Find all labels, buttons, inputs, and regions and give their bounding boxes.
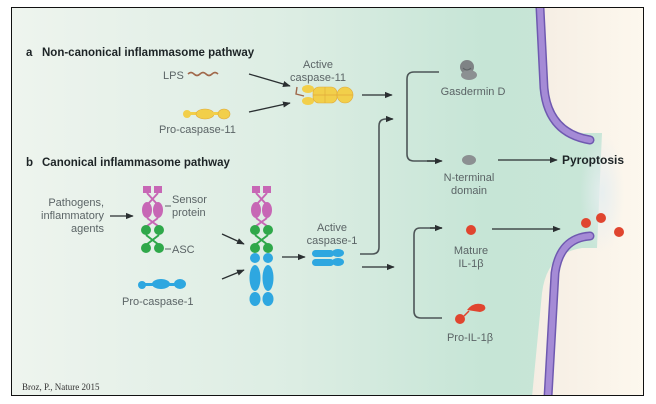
mature-il1b-label-1: Mature bbox=[454, 245, 488, 257]
inflammasome-diagram: a Non-canonical inflammasome pathway LPS… bbox=[22, 8, 643, 395]
active-caspase-1-label-2: caspase-1 bbox=[307, 235, 358, 247]
pro-il1b-label: Pro-IL-1β bbox=[447, 332, 493, 344]
asc-label: ASC bbox=[172, 244, 195, 256]
pro-il1b-icon bbox=[455, 303, 486, 324]
panel-a-title: Non-canonical inflammasome pathway bbox=[42, 47, 255, 59]
panel-a-letter: a bbox=[26, 47, 33, 59]
arrow-sensor-to-complex bbox=[221, 233, 245, 245]
active-caspase-11-label-2: caspase-11 bbox=[290, 72, 346, 84]
extracellular-space bbox=[532, 8, 643, 395]
gasdermin-cleavage-bracket bbox=[406, 71, 439, 162]
panel-b-title: Canonical inflammasome pathway bbox=[42, 157, 230, 169]
caspase1-to-gasdermin-path bbox=[360, 118, 392, 255]
sensor-protein-label-2: protein bbox=[172, 207, 206, 219]
pro-caspase-11-icon bbox=[183, 108, 231, 120]
pyroptosis-label: Pyroptosis bbox=[562, 153, 624, 167]
citation: Broz, P., Nature 2015 bbox=[22, 382, 100, 392]
arrow-procasp11-to-caspase11 bbox=[248, 101, 291, 113]
sensor-protein-label-1: Sensor bbox=[172, 194, 207, 206]
pathogens-label-3: agents bbox=[71, 223, 105, 235]
active-caspase-11-label-1: Active bbox=[303, 59, 333, 71]
pro-caspase-11-label: Pro-caspase-11 bbox=[159, 124, 236, 136]
lps-label: LPS bbox=[163, 70, 184, 82]
active-caspase-1-icon bbox=[312, 249, 344, 266]
assembled-inflammasome-icon bbox=[249, 186, 274, 306]
pro-caspase-1-icon bbox=[138, 279, 186, 289]
n-terminal-label-1: N-terminal bbox=[444, 172, 495, 184]
figure-frame: a Non-canonical inflammasome pathway LPS… bbox=[11, 7, 644, 396]
gasdermin-d-icon bbox=[460, 60, 477, 80]
arrow-lps-to-caspase11 bbox=[248, 73, 291, 88]
released-il1b-icon bbox=[581, 213, 624, 237]
pathogens-label-2: inflammatory bbox=[41, 210, 104, 222]
pathogens-label-1: Pathogens, bbox=[48, 197, 104, 209]
n-terminal-label-2: domain bbox=[451, 185, 487, 197]
lps-icon bbox=[187, 71, 219, 77]
sensor-asc-complex-icon bbox=[141, 186, 164, 253]
mature-il1b-label-2: IL-1β bbox=[458, 258, 483, 270]
active-caspase-1-label-1: Active bbox=[317, 222, 347, 234]
pro-caspase-1-label: Pro-caspase-1 bbox=[122, 296, 194, 308]
panel-b-letter: b bbox=[26, 157, 33, 169]
il1b-processing-bracket bbox=[413, 227, 442, 319]
gasdermin-d-label: Gasdermin D bbox=[441, 86, 506, 98]
active-caspase-11-icon bbox=[295, 85, 354, 105]
mature-il1b-icon bbox=[466, 225, 476, 235]
arrow-procasp1-to-complex bbox=[221, 269, 245, 280]
n-terminal-domain-icon bbox=[462, 155, 476, 165]
